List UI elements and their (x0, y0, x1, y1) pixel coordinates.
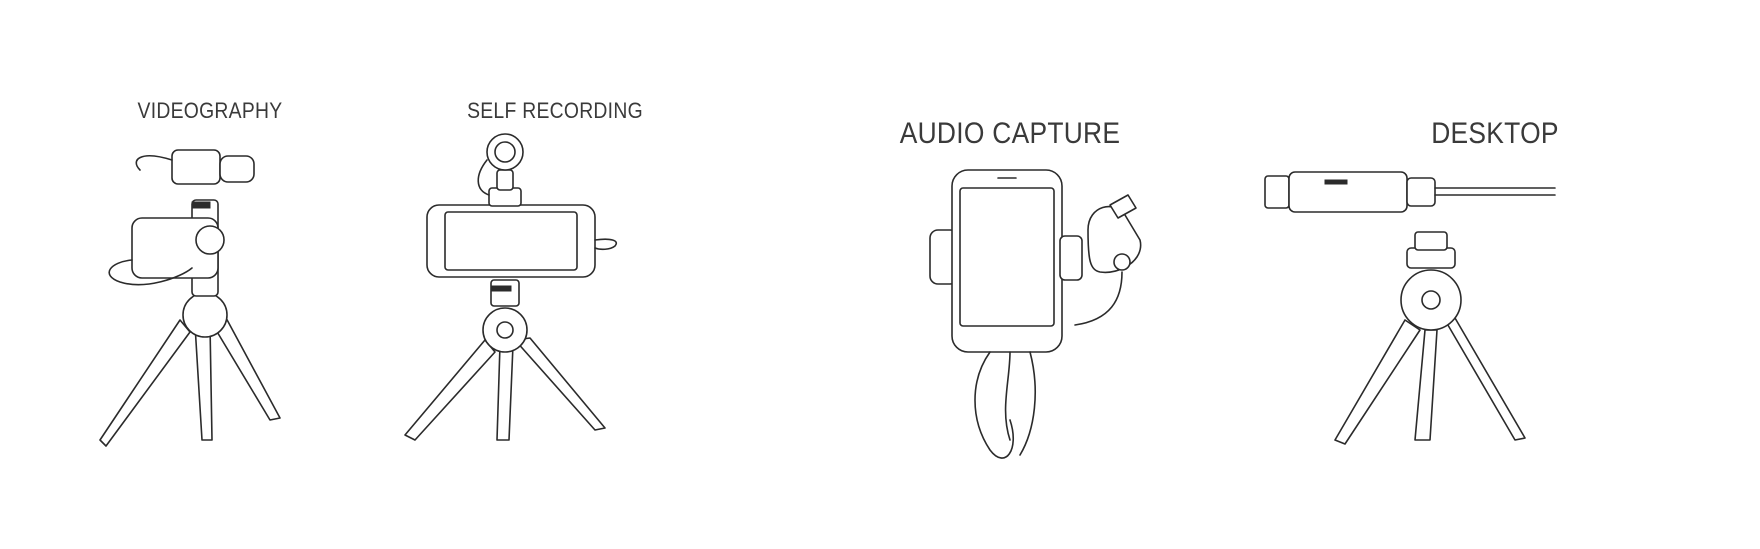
panel-title: SELF RECORDING (467, 98, 643, 123)
audio-capture-illustration (860, 0, 1160, 549)
panel-title: VIDEOGRAPHY (137, 98, 283, 123)
videography-illustration (60, 0, 360, 549)
desktop-illustration (1345, 0, 1645, 549)
panel-title: DESKTOP (1431, 117, 1559, 150)
panel-title: AUDIO CAPTURE (899, 117, 1121, 150)
panel-desktop: DESKTOP (1345, 0, 1645, 549)
panel-audio-capture: AUDIO CAPTURE (860, 0, 1160, 549)
panel-videography: VIDEOGRAPHY (60, 0, 360, 549)
self-recording-illustration (405, 0, 705, 549)
panel-self-recording: SELF RECORDING (405, 0, 705, 549)
